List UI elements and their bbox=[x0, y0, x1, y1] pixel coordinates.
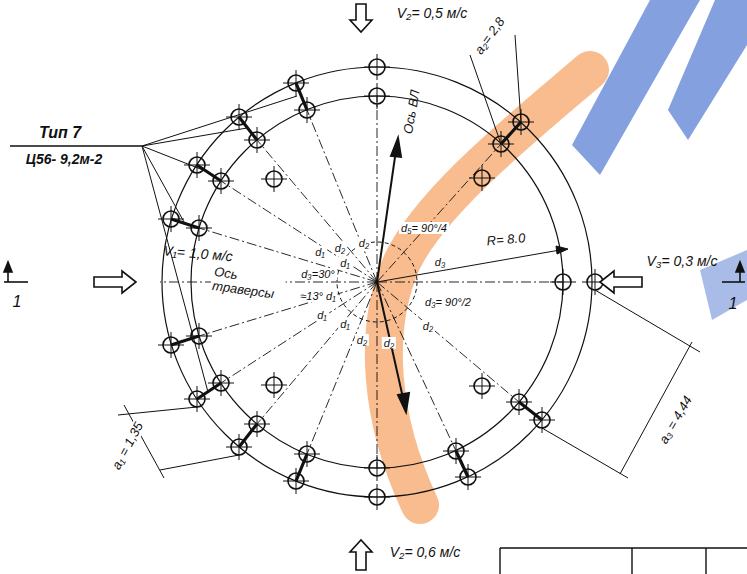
flow-velocity: V₃= 0,3 м/с bbox=[645, 254, 720, 269]
angle-label: d₃ bbox=[433, 256, 447, 268]
angle-label: d₁ bbox=[313, 246, 327, 258]
radial-axis bbox=[160, 96, 563, 468]
dimension-label: a₁ = 1,35 bbox=[109, 418, 148, 474]
pair-link bbox=[171, 83, 542, 481]
angle-label: d₁ bbox=[338, 257, 352, 269]
flow-velocity: V₂= 0,5 м/с bbox=[395, 6, 470, 21]
axis-label: Ось ВЛ bbox=[401, 87, 423, 137]
flow-velocity: V₂= 0,6 м/с bbox=[388, 545, 463, 560]
angle-label: d₃= 90°/2 bbox=[423, 296, 473, 308]
angle-label: d₅= 90°/4 bbox=[399, 222, 449, 234]
section-mark: 1 bbox=[727, 295, 740, 313]
dimension-label: a₂= 2,8 bbox=[471, 13, 509, 58]
angle-label: d₂ bbox=[355, 334, 369, 346]
angle-label: d₂ bbox=[382, 337, 396, 349]
angle-label: d₁ bbox=[338, 318, 352, 330]
angle-label: d₂ bbox=[421, 320, 435, 332]
pile-marker bbox=[158, 54, 608, 510]
angle-label: d₂ bbox=[333, 242, 347, 254]
type-code: Ц56- 9,2м-2 bbox=[24, 152, 105, 167]
angle-label: ≈13° d₁ bbox=[298, 290, 337, 302]
radius-label: R= 8.0 bbox=[484, 231, 528, 249]
type-label: Тип 7 bbox=[37, 124, 83, 142]
section-mark: 1 bbox=[11, 293, 24, 311]
angle-label: d₃=30° bbox=[299, 268, 337, 280]
dimension-label: a₃ = 4,44 bbox=[656, 392, 697, 448]
angle-label: d₁ bbox=[315, 309, 329, 321]
flow-velocity: V₁= 1,0 м/с bbox=[161, 243, 236, 265]
axis-label: Ось траверсы bbox=[209, 265, 286, 304]
angle-label: d₂ bbox=[357, 237, 371, 249]
